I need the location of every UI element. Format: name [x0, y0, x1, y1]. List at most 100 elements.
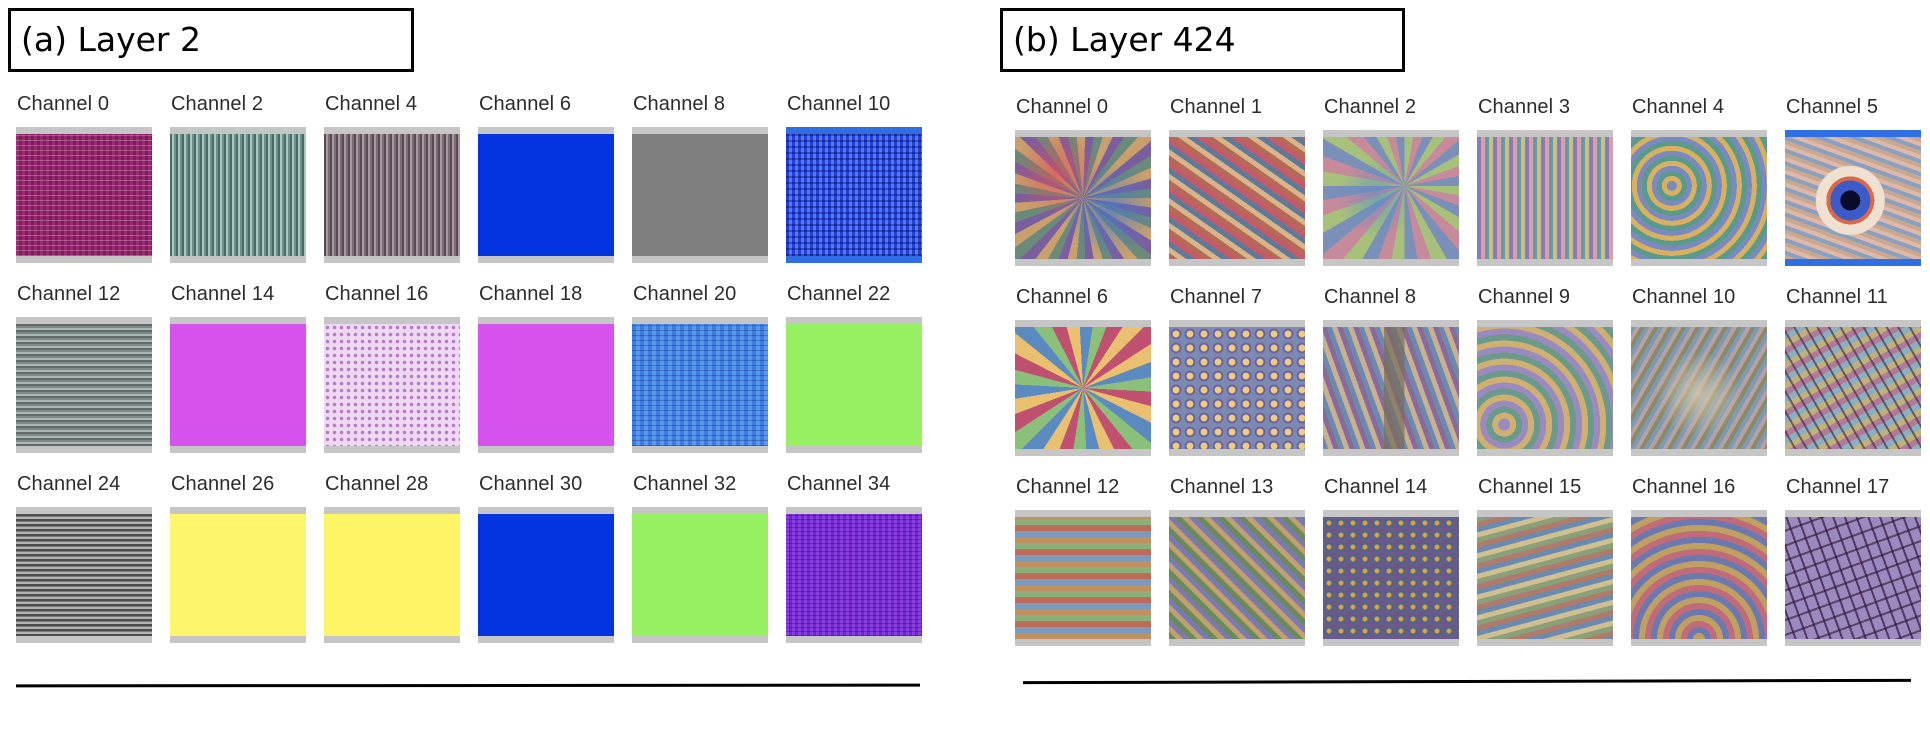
channel-label: Channel 14 — [1324, 476, 1428, 498]
channel-label: Channel 0 — [1016, 96, 1109, 118]
channel-label: Channel 34 — [787, 473, 891, 495]
channel-card[interactable]: Channel 12 — [1015, 476, 1151, 666]
channel-thumbnail[interactable] — [786, 507, 922, 643]
channel-thumbnail[interactable] — [1323, 320, 1459, 456]
feature-visualization-image — [1015, 137, 1151, 259]
channel-label: Channel 0 — [17, 93, 110, 115]
channel-label: Channel 8 — [1324, 286, 1417, 308]
channel-label: Channel 16 — [325, 283, 429, 305]
channel-card[interactable]: Channel 10 — [786, 93, 922, 283]
channel-card[interactable]: Channel 4 — [1631, 96, 1767, 286]
channel-label: Channel 4 — [1632, 96, 1725, 118]
channel-thumbnail[interactable] — [170, 127, 306, 263]
channel-card[interactable]: Channel 22 — [786, 283, 922, 473]
feature-visualization-image — [786, 514, 922, 636]
feature-visualization-image — [324, 514, 460, 636]
feature-visualization-image — [1477, 137, 1613, 259]
channel-thumbnail[interactable] — [16, 127, 152, 263]
channel-card[interactable]: Channel 1 — [1169, 96, 1305, 286]
channel-card[interactable]: Channel 12 — [16, 283, 152, 473]
channel-thumbnail[interactable] — [16, 507, 152, 643]
channel-thumbnail-selected[interactable] — [786, 127, 922, 263]
channel-thumbnail[interactable] — [1631, 320, 1767, 456]
channel-card[interactable]: Channel 20 — [632, 283, 768, 473]
feature-visualization-image — [478, 134, 614, 256]
channel-card[interactable]: Channel 8 — [1323, 286, 1459, 476]
channel-card[interactable]: Channel 28 — [324, 473, 460, 663]
feature-visualization-image — [170, 514, 306, 636]
channel-thumbnail[interactable] — [1015, 320, 1151, 456]
channel-card[interactable]: Channel 9 — [1477, 286, 1613, 476]
feature-visualization-image — [1631, 517, 1767, 639]
channel-thumbnail[interactable] — [1015, 130, 1151, 266]
channel-card[interactable]: Channel 15 — [1477, 476, 1613, 666]
channel-card[interactable]: Channel 14 — [170, 283, 306, 473]
channel-thumbnail[interactable] — [324, 507, 460, 643]
channel-card[interactable]: Channel 8 — [632, 93, 768, 283]
channel-card[interactable]: Channel 5 — [1785, 96, 1921, 286]
channel-card[interactable]: Channel 24 — [16, 473, 152, 663]
channel-thumbnail[interactable] — [170, 507, 306, 643]
channel-card[interactable]: Channel 18 — [478, 283, 614, 473]
channel-card[interactable]: Channel 0 — [16, 93, 152, 283]
channel-card[interactable]: Channel 6 — [478, 93, 614, 283]
channel-thumbnail[interactable] — [324, 127, 460, 263]
channel-thumbnail[interactable] — [478, 127, 614, 263]
channel-thumbnail[interactable] — [1169, 510, 1305, 646]
channel-thumbnail[interactable] — [1169, 320, 1305, 456]
channel-thumbnail[interactable] — [1477, 320, 1613, 456]
channel-card[interactable]: Channel 3 — [1477, 96, 1613, 286]
feature-visualization-image — [16, 514, 152, 636]
channel-label: Channel 5 — [1786, 96, 1879, 118]
channel-label: Channel 10 — [1632, 286, 1736, 308]
channel-card[interactable]: Channel 4 — [324, 93, 460, 283]
channel-thumbnail[interactable] — [1477, 510, 1613, 646]
channel-thumbnail[interactable] — [1785, 510, 1921, 646]
channel-card[interactable]: Channel 2 — [1323, 96, 1459, 286]
channel-thumbnail[interactable] — [1785, 320, 1921, 456]
feature-visualization-image — [324, 324, 460, 446]
channel-thumbnail-selected[interactable] — [1785, 130, 1921, 266]
channel-card[interactable]: Channel 13 — [1169, 476, 1305, 666]
channel-card[interactable]: Channel 6 — [1015, 286, 1151, 476]
channel-card[interactable]: Channel 34 — [786, 473, 922, 663]
channel-label: Channel 20 — [633, 283, 737, 305]
channel-card[interactable]: Channel 30 — [478, 473, 614, 663]
feature-visualization-image — [324, 134, 460, 256]
channel-thumbnail[interactable] — [478, 317, 614, 453]
channel-label: Channel 32 — [633, 473, 737, 495]
channel-card[interactable]: Channel 14 — [1323, 476, 1459, 666]
channel-card[interactable]: Channel 2 — [170, 93, 306, 283]
channel-card[interactable]: Channel 16 — [1631, 476, 1767, 666]
channel-thumbnail[interactable] — [170, 317, 306, 453]
channel-thumbnail[interactable] — [1631, 510, 1767, 646]
channel-card[interactable]: Channel 17 — [1785, 476, 1921, 666]
channel-card[interactable]: Channel 16 — [324, 283, 460, 473]
channel-thumbnail[interactable] — [632, 317, 768, 453]
channel-thumbnail[interactable] — [1323, 130, 1459, 266]
channel-thumbnail[interactable] — [16, 317, 152, 453]
channel-card[interactable]: Channel 26 — [170, 473, 306, 663]
channel-thumbnail[interactable] — [786, 317, 922, 453]
feature-visualization-image — [1323, 327, 1459, 449]
channel-thumbnail[interactable] — [632, 507, 768, 643]
channel-thumbnail[interactable] — [1015, 510, 1151, 646]
channel-thumbnail[interactable] — [324, 317, 460, 453]
channel-card[interactable]: Channel 32 — [632, 473, 768, 663]
channel-card[interactable]: Channel 7 — [1169, 286, 1305, 476]
channel-thumbnail[interactable] — [1323, 510, 1459, 646]
feature-visualization-image — [632, 324, 768, 446]
channel-thumbnail[interactable] — [1169, 130, 1305, 266]
channel-thumbnail[interactable] — [1631, 130, 1767, 266]
channel-card[interactable]: Channel 0 — [1015, 96, 1151, 286]
channel-card[interactable]: Channel 11 — [1785, 286, 1921, 476]
channel-label: Channel 12 — [1016, 476, 1120, 498]
feature-visualization-image — [1631, 327, 1767, 449]
channel-card[interactable]: Channel 10 — [1631, 286, 1767, 476]
channel-thumbnail[interactable] — [632, 127, 768, 263]
channel-thumbnail[interactable] — [1477, 130, 1613, 266]
channel-label: Channel 24 — [17, 473, 121, 495]
channel-thumbnail[interactable] — [478, 507, 614, 643]
